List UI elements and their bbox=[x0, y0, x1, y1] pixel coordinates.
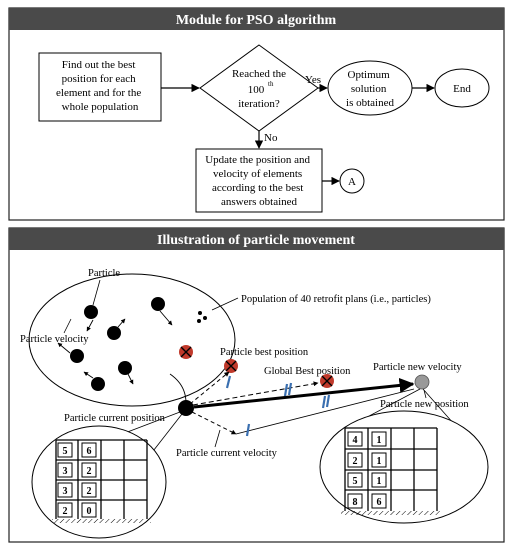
velocity-leader bbox=[63, 318, 72, 334]
connector-label: A bbox=[348, 176, 356, 188]
no-label: No bbox=[264, 132, 278, 144]
new-position-label: Particle new position bbox=[380, 399, 469, 410]
new-particle bbox=[414, 374, 430, 390]
particle bbox=[118, 361, 132, 375]
find-best-box bbox=[38, 52, 162, 122]
particle-best-marker bbox=[224, 359, 238, 373]
particle-leader bbox=[92, 279, 101, 306]
end-node bbox=[434, 68, 490, 108]
current-position-label: Particle current position bbox=[64, 413, 166, 424]
svg-text:5: 5 bbox=[63, 446, 68, 457]
update-text: Update the position and velocity of elem… bbox=[205, 154, 313, 208]
population-best-marker bbox=[179, 345, 193, 359]
population-ellipse bbox=[28, 273, 236, 407]
svg-text:1: 1 bbox=[377, 476, 382, 487]
equal-length-ticks bbox=[225, 375, 331, 437]
particle bbox=[70, 349, 84, 363]
svg-text:2: 2 bbox=[87, 486, 92, 497]
new-velocity-label: Particle new velocity bbox=[373, 362, 462, 373]
population-to-particle-curve bbox=[169, 373, 187, 404]
svg-text:6: 6 bbox=[377, 497, 382, 508]
particle bbox=[198, 311, 202, 315]
connector-a bbox=[339, 168, 365, 194]
particle bbox=[203, 316, 207, 320]
population-leader bbox=[211, 297, 239, 311]
current-building-values: 5 6 3 2 3 2 2 0 bbox=[57, 442, 97, 518]
new-foundation bbox=[341, 511, 441, 515]
bottom-panel-header bbox=[9, 228, 504, 250]
population-label: Population of 40 retrofit plans (i.e., p… bbox=[241, 294, 431, 305]
global-best-marker bbox=[320, 374, 334, 388]
current-velocity-label: Particle current velocity bbox=[176, 448, 278, 459]
decision-text: Reached the bbox=[232, 68, 286, 80]
new-position-leader bbox=[423, 389, 427, 399]
svg-text:1: 1 bbox=[377, 456, 382, 467]
svg-text:3: 3 bbox=[63, 486, 68, 497]
decision-iteration-number: 100 bbox=[248, 84, 265, 96]
yes-label: Yes bbox=[305, 74, 321, 86]
decision-text-2: iteration? bbox=[238, 98, 280, 110]
new-velocity-vector bbox=[193, 377, 415, 409]
population-particles bbox=[70, 297, 207, 391]
particle-label: Particle bbox=[88, 268, 120, 279]
svg-text:2: 2 bbox=[353, 456, 358, 467]
particle-best-vector bbox=[189, 371, 230, 405]
svg-text:4: 4 bbox=[353, 435, 358, 446]
particle bbox=[107, 326, 121, 340]
left-callout-2 bbox=[149, 413, 183, 456]
svg-text:2: 2 bbox=[63, 506, 68, 517]
optimum-text: Optimum solution is obtained bbox=[346, 69, 394, 109]
end-label: End bbox=[453, 83, 471, 95]
new-building-values: 4 1 2 1 5 1 8 6 bbox=[347, 431, 387, 509]
bottom-panel-title: Illustration of particle movement bbox=[157, 233, 355, 248]
current-velocity-leader bbox=[214, 429, 221, 448]
particle-velocity-label: Particle velocity bbox=[20, 334, 89, 345]
global-best-label: Global Best position bbox=[264, 366, 351, 377]
global-best-vector bbox=[192, 381, 319, 406]
current-building-frame bbox=[55, 439, 148, 519]
current-foundation bbox=[52, 519, 151, 523]
decision-superscript: th bbox=[268, 80, 274, 88]
particle bbox=[84, 305, 98, 319]
top-panel-header bbox=[9, 8, 504, 30]
new-building-frame bbox=[344, 427, 438, 511]
svg-text:1: 1 bbox=[377, 435, 382, 446]
svg-text:3: 3 bbox=[63, 466, 68, 477]
svg-text:6: 6 bbox=[87, 446, 92, 457]
particle bbox=[197, 319, 201, 323]
current-velocity-vector bbox=[191, 411, 237, 435]
particle bbox=[91, 377, 105, 391]
svg-text:2: 2 bbox=[87, 466, 92, 477]
current-velocity-continuation bbox=[235, 388, 415, 435]
svg-text:8: 8 bbox=[353, 497, 358, 508]
find-best-text: Find out the best position for each elem… bbox=[56, 59, 144, 113]
particle-velocity-arrows bbox=[57, 310, 173, 385]
particle bbox=[151, 297, 165, 311]
top-panel-title: Module for PSO algorithm bbox=[176, 13, 337, 28]
right-callout-2 bbox=[422, 388, 455, 425]
update-box bbox=[195, 148, 323, 213]
svg-text:5: 5 bbox=[353, 476, 358, 487]
particle-best-label: Particle best position bbox=[220, 347, 309, 358]
svg-text:0: 0 bbox=[87, 506, 92, 517]
